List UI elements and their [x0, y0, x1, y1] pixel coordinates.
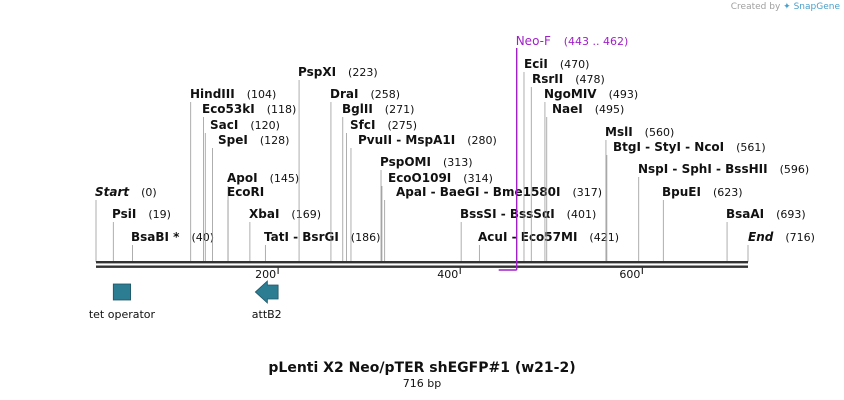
site-position-rsrii: (478): [575, 73, 605, 86]
site-label-bglii: BglII: [342, 102, 373, 116]
feature-label-attb2: attB2: [252, 308, 282, 321]
site-position-pvuii-mspa1i: (280): [467, 134, 497, 147]
site-position-bglii: (271): [385, 103, 415, 116]
site-position-nspi-sphi-bsshii: (596): [780, 163, 810, 176]
site-position-tati-bsrgi: (186): [351, 231, 381, 244]
feature-tet-operator: [112, 283, 132, 301]
site-position-bpuei: (623): [713, 186, 743, 199]
site-label-start: Start: [95, 185, 130, 199]
site-label-ecii: EciI: [524, 57, 548, 71]
site-position-eco53ki: (118): [267, 103, 297, 116]
snapgene-logo-icon: ✦: [783, 2, 791, 12]
site-label-eco53ki: Eco53kI: [202, 102, 255, 116]
site-label-tati-bsrgi: TatI - BsrGI: [264, 230, 339, 244]
axis-tick-label: 400: [437, 268, 458, 281]
site-position-spei: (128): [260, 134, 290, 147]
site-position-msli: (560): [645, 126, 675, 139]
site-label-ecori: EcoRI: [227, 185, 264, 199]
site-label-bpuei: BpuEI: [662, 185, 701, 199]
site-label-end: End: [748, 230, 774, 244]
plasmid-size: 716 bp: [402, 377, 442, 390]
site-position-drai: (258): [370, 88, 400, 101]
site-position-bsssi-bsss-i: (401): [567, 208, 597, 221]
site-position-end: (716): [785, 231, 815, 244]
site-label-sfci: SfcI: [350, 118, 375, 132]
site-label-bsabi: BsaBI *: [131, 230, 180, 244]
feature-attb2: [254, 280, 279, 304]
watermark-brand: SnapGene: [793, 2, 840, 12]
site-label-bsssi-bsss-i: BssSI - BssSαI: [460, 207, 555, 221]
site-position-naei: (495): [595, 103, 625, 116]
site-position-apai-baegi-bme1580i: (317): [572, 186, 602, 199]
site-label-pvuii-mspa1i: PvuII - MspA1I: [358, 133, 455, 147]
site-label-hindiii: HindIII: [190, 87, 235, 101]
site-label-saci: SacI: [210, 118, 238, 132]
site-position-ngomiv: (493): [609, 88, 639, 101]
site-position-ecii: (470): [560, 58, 590, 71]
site-position-start: (0): [141, 186, 157, 199]
site-position-xbai: (169): [291, 208, 321, 221]
site-label-ecoo109i: EcoO109I: [388, 171, 451, 185]
site-label-drai: DraI: [330, 87, 358, 101]
backbone-bottom-strand: [96, 265, 748, 268]
site-label-nspi-sphi-bsshii: NspI - SphI - BssHII: [638, 162, 768, 176]
axis-tick-label: 200: [255, 268, 276, 281]
site-label-apai-baegi-bme1580i: ApaI - BaeGI - Bme1580I: [396, 185, 560, 199]
site-label-pspxi: PspXI: [298, 65, 336, 79]
site-position-btgi-styi-ncoi: (561): [736, 141, 766, 154]
site-position-saci: (120): [250, 119, 280, 132]
site-position-hindiii: (104): [247, 88, 277, 101]
site-position-bsabi: (40): [191, 231, 214, 244]
site-label-psii: PsiI: [112, 207, 136, 221]
site-label-naei: NaeI: [552, 102, 583, 116]
site-position-ecoo109i: (314): [463, 172, 493, 185]
axis-tick-label: 600: [619, 268, 640, 281]
feature-label-tet-operator: tet operator: [89, 308, 156, 321]
site-label-acui-eco57mi: AcuI - Eco57MI: [478, 230, 577, 244]
snapgene-watermark: Created by ✦ SnapGene: [731, 2, 840, 12]
primer-name: Neo-F: [516, 34, 551, 48]
site-position-sfci: (275): [387, 119, 417, 132]
site-label-bsaai: BsaAI: [726, 207, 764, 221]
primer-range: (443 .. 462): [564, 35, 629, 48]
backbone-top-strand: [96, 261, 748, 264]
site-label-spei: SpeI: [218, 133, 248, 147]
site-label-xbai: XbaI: [249, 207, 279, 221]
site-label-rsrii: RsrII: [532, 72, 563, 86]
site-position-pspxi: (223): [348, 66, 378, 79]
site-position-pspomi: (313): [443, 156, 473, 169]
site-label-btgi-styi-ncoi: BtgI - StyI - NcoI: [613, 140, 724, 154]
site-label-msli: MslI: [605, 125, 633, 139]
watermark-prefix: Created by: [730, 2, 781, 12]
site-label-ngomiv: NgoMIV: [544, 87, 597, 101]
plasmid-name: pLenti X2 Neo/pTER shEGFP#1 (w21-2): [268, 360, 576, 376]
site-label-pspomi: PspOMI: [380, 155, 431, 169]
site-position-apoi: (145): [270, 172, 300, 185]
site-position-acui-eco57mi: (421): [589, 231, 619, 244]
site-position-psii: (19): [148, 208, 171, 221]
site-position-bsaai: (693): [776, 208, 806, 221]
site-label-apoi: ApoI: [227, 171, 258, 185]
